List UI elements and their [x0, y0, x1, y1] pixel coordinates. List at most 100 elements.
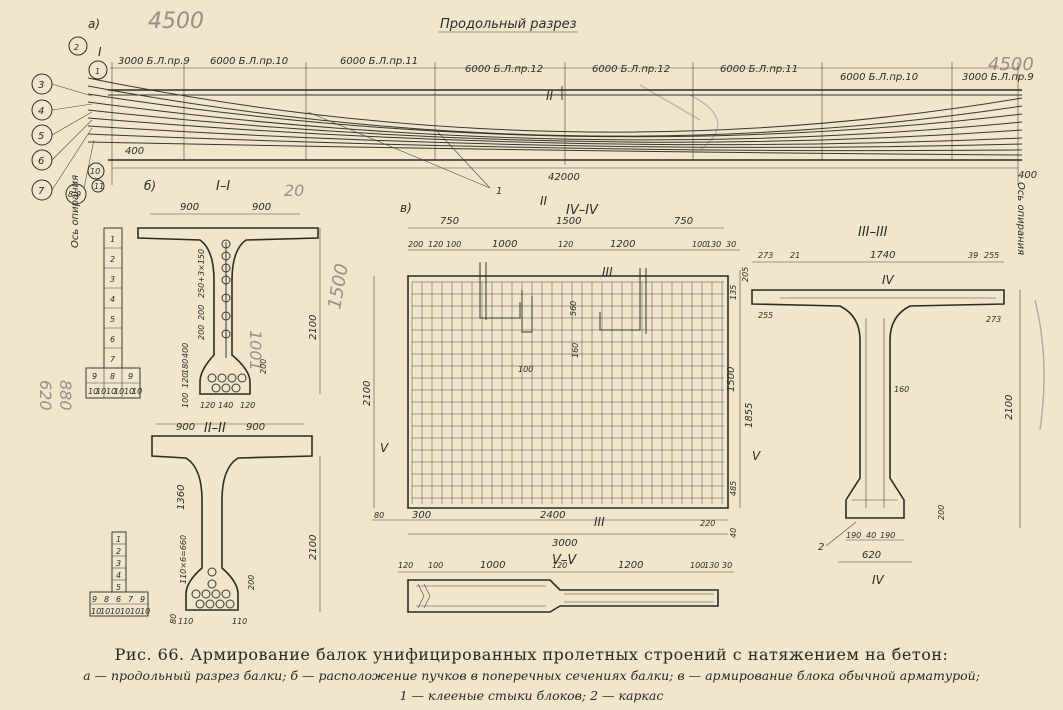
IV-top-dim-1: 750 — [440, 216, 459, 227]
segment-label-8: 3000 Б.Л.пр.9 — [962, 72, 1034, 83]
III-top-dim-273: 273 — [758, 251, 773, 260]
svg-text:10: 10 — [140, 607, 150, 616]
pencil-mark-20: 20 — [284, 181, 304, 200]
II-bulb-dim: 200 — [247, 575, 256, 590]
svg-text:1000: 1000 — [480, 560, 505, 571]
svg-text:10: 10 — [124, 387, 134, 396]
III-web: 160 — [894, 385, 909, 394]
svg-text:5: 5 — [116, 583, 121, 592]
svg-text:120: 120 — [240, 401, 255, 410]
svg-text:3: 3 — [110, 275, 115, 284]
svg-text:7: 7 — [128, 595, 134, 604]
III-flange-dim-255: 255 — [758, 311, 773, 320]
II-web-dim: 1360 — [176, 485, 187, 510]
III-flange-dim-273: 273 — [986, 315, 1001, 324]
cut-II-bottom: II — [540, 194, 548, 208]
mark-I-top: I — [98, 45, 102, 59]
III-marker-2-leader — [825, 521, 857, 547]
figure-caption: Рис. 66. Армирование балок унифицированн… — [114, 645, 949, 664]
pencil-mark-4500-right: 4500 — [988, 54, 1034, 75]
svg-text:1200: 1200 — [610, 239, 635, 250]
support-axis-left: Ось опирания — [70, 175, 81, 248]
II-bottom-dim-1: 110 — [178, 617, 193, 626]
I-flange-right: 900 — [252, 202, 271, 213]
svg-text:10: 10 — [110, 607, 120, 616]
cut-III-bottom: III — [594, 515, 605, 529]
IV-bottom-dim-2400: 2400 — [540, 510, 565, 521]
I-height: 2100 — [308, 315, 319, 340]
svg-text:11: 11 — [94, 182, 104, 191]
svg-text:1500: 1500 — [726, 367, 737, 392]
III-top-dim-255: 255 — [984, 251, 999, 260]
III-height: 2100 — [1004, 395, 1015, 420]
section-IV-title: IV–IV — [566, 203, 599, 218]
svg-text:8-9: 8-9 — [68, 190, 81, 199]
cut-IV-top: IV — [882, 273, 895, 287]
svg-text:1: 1 — [116, 535, 121, 544]
cut-IV-bottom: IV — [872, 573, 885, 587]
tendon-markers: 2 1 3 4 5 6 7 8-9 10 11 — [31, 36, 108, 205]
rebar-grid — [411, 281, 724, 504]
svg-text:1: 1 — [95, 67, 100, 76]
II-80-dim: 80 — [169, 614, 178, 624]
svg-text:5: 5 — [110, 315, 115, 324]
IV-bottom-dim-220: 220 — [700, 519, 715, 528]
segment-label-6: 6000 Б.Л.пр.11 — [720, 64, 798, 75]
III-bulb: 200 — [937, 505, 946, 520]
end-dim-right: 400 — [1018, 170, 1037, 181]
svg-text:120: 120 — [428, 240, 443, 249]
svg-text:10: 10 — [130, 607, 140, 616]
svg-text:2: 2 — [74, 43, 79, 52]
svg-text:100: 100 — [690, 561, 705, 570]
III-top-dim-21: 21 — [790, 251, 800, 260]
beam-section-II — [151, 435, 313, 611]
svg-text:40: 40 — [729, 528, 738, 538]
svg-text:7: 7 — [38, 186, 45, 197]
svg-text:6: 6 — [110, 335, 115, 344]
figure-legend-line-2: 1 — клееные стыки блоков; 2 — каркас — [399, 688, 664, 703]
svg-text:1200: 1200 — [618, 560, 643, 571]
IV-bottom-dim-300: 300 — [412, 510, 431, 521]
svg-text:5: 5 — [38, 131, 44, 142]
svg-text:2: 2 — [116, 547, 121, 556]
cut-V-right: V — [752, 449, 761, 463]
section-a-title: Продольный разрез — [440, 17, 577, 32]
svg-text:180: 180 — [181, 359, 190, 374]
svg-text:100: 100 — [692, 240, 707, 249]
svg-text:10: 10 — [100, 607, 110, 616]
svg-text:100: 100 — [446, 240, 461, 249]
svg-text:30: 30 — [722, 561, 732, 570]
svg-text:120: 120 — [552, 561, 567, 570]
V-V-strip — [407, 579, 719, 613]
IV-height: 2100 — [362, 381, 373, 406]
svg-text:205: 205 — [741, 267, 750, 282]
svg-text:135: 135 — [729, 285, 738, 300]
svg-text:10: 10 — [90, 167, 100, 176]
section-a-tag: а) — [88, 17, 100, 31]
segment-label-1: 3000 Б.Л.пр.9 — [118, 56, 190, 67]
svg-text:250+3×150: 250+3×150 — [197, 249, 206, 298]
svg-text:9: 9 — [92, 595, 97, 604]
segment-label-4: 6000 Б.Л.пр.12 — [465, 64, 543, 75]
II-flange-right: 900 — [246, 422, 265, 433]
IV-inner-dim-100: 100 — [518, 365, 533, 374]
svg-text:120: 120 — [558, 240, 573, 249]
svg-text:4: 4 — [116, 571, 121, 580]
pencil-stroke-top — [639, 84, 719, 151]
joint-leader-1 — [307, 111, 491, 189]
total-length: 42000 — [548, 172, 580, 183]
pencil-mark-620: 620 — [36, 380, 55, 411]
end-dim-left: 400 — [125, 146, 144, 157]
svg-text:8: 8 — [104, 595, 109, 604]
IV-sub-dims: 200 120 100 1000 120 1200 100 130 30 — [408, 239, 736, 250]
svg-text:120: 120 — [200, 401, 215, 410]
svg-text:200: 200 — [197, 325, 206, 340]
svg-text:4: 4 — [38, 106, 44, 117]
IV-top-dim-2: 1500 — [556, 216, 581, 227]
II-height: 2100 — [308, 535, 319, 560]
svg-text:1000: 1000 — [492, 239, 517, 250]
svg-text:6: 6 — [38, 156, 44, 167]
svg-text:400: 400 — [181, 343, 190, 358]
